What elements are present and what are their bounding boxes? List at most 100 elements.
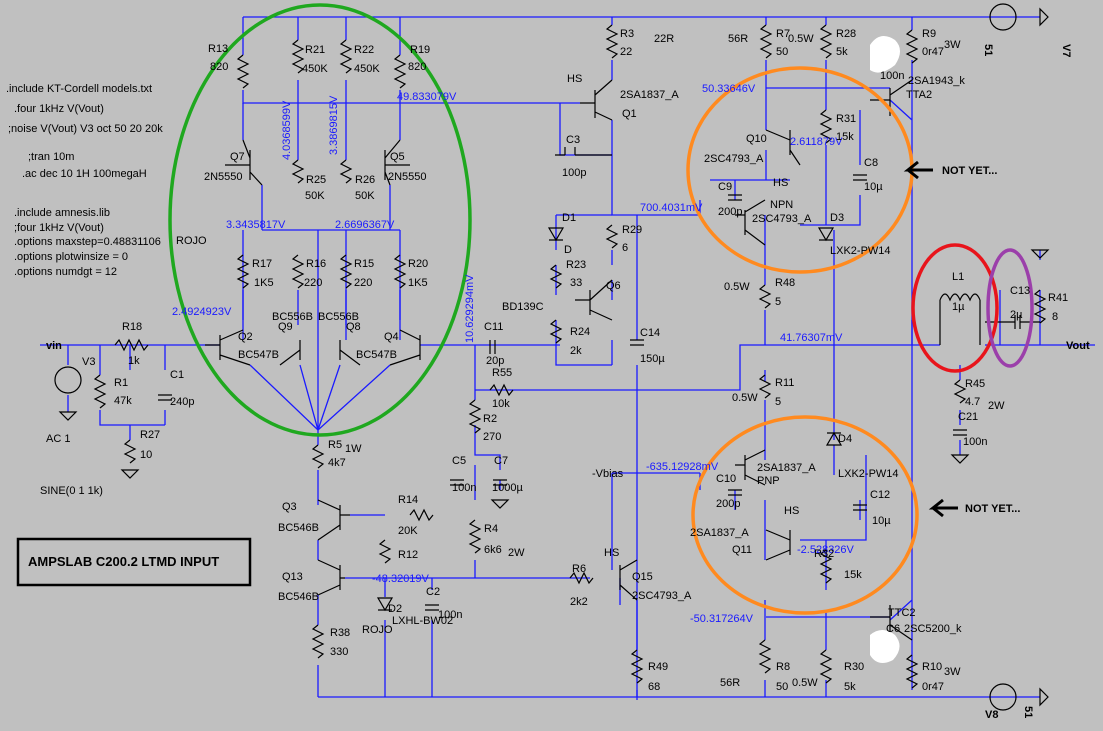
capacitor-symbol: [728, 489, 742, 496]
value-label: 20K: [398, 525, 418, 537]
ref-label: R4: [484, 523, 498, 535]
value-label: 150µ: [640, 353, 665, 365]
ref-label: C2: [426, 586, 440, 598]
v7-label: V7: [1060, 44, 1072, 57]
transistor-symbol: [317, 559, 345, 596]
resistor-symbol: [569, 571, 594, 585]
misc-label: 56R: [728, 33, 748, 45]
ref-label: C21: [958, 411, 978, 423]
value-label: 2k2: [570, 596, 588, 608]
value-label: 100p: [562, 167, 586, 179]
led-symbol: [817, 227, 835, 242]
sine-label: SINE(0 1 1k): [40, 485, 103, 497]
ref-label: C13: [1010, 285, 1030, 297]
voltage-source-symbol: [989, 683, 1017, 711]
value-label: 10µ: [872, 515, 891, 527]
ref-label: R49: [648, 661, 668, 673]
ref-label: D2: [388, 603, 402, 615]
value-label: BC556B: [272, 311, 313, 323]
ref-label: R32: [814, 548, 834, 560]
value-label: 0r47: [922, 681, 944, 693]
value-label: 5: [775, 396, 781, 408]
power-rating-label: 0.5W: [724, 281, 750, 293]
value-label: 1000µ: [492, 482, 523, 494]
value-label: ROJO: [362, 624, 393, 636]
diode-symbol: [547, 227, 565, 242]
value-label: 5k: [836, 46, 848, 58]
resistor-symbol: [123, 439, 137, 464]
resistor-symbol: [468, 399, 482, 434]
directive-line: .four 1kHz V(Vout): [14, 103, 104, 115]
resistor-symbol: [819, 549, 833, 584]
directive-line: ;four 1kHz V(Vout): [14, 222, 104, 234]
highlight-annotations: [168, 3, 1034, 615]
ref-label: R38: [330, 627, 350, 639]
value-label: 6k6: [484, 544, 502, 556]
resistor-symbol: [759, 24, 773, 59]
ref-label: D4: [838, 433, 852, 445]
capacitor-symbol: [630, 339, 644, 346]
ref-label: R55: [492, 367, 512, 379]
voltage-label: -635.12928mV: [646, 461, 719, 473]
resistor-symbol: [291, 39, 305, 74]
not-yet-note: NOT YET...: [965, 503, 1020, 515]
v7-value: 51: [982, 44, 994, 56]
ref-label: C10: [716, 473, 736, 485]
value-label: 15k: [836, 131, 854, 143]
value-label: 2SA1837_A: [620, 89, 679, 101]
value-label: LXK2-PW14: [838, 468, 899, 480]
resistor-symbol: [758, 284, 772, 309]
value-label: 450K: [354, 63, 380, 75]
ref-label: Q10: [746, 133, 767, 145]
value-label: 2k: [570, 345, 582, 357]
value-label: 50K: [355, 190, 375, 202]
voltage-source-symbol: [989, 3, 1017, 31]
ref-label: C5: [452, 455, 466, 467]
heatsink-blob: [870, 36, 900, 73]
value-label: D: [564, 244, 572, 256]
ref-label: Q11: [732, 544, 752, 556]
v8-value: 51: [1022, 706, 1034, 718]
ref-label: C12: [870, 489, 890, 501]
heatsink-label: HS: [567, 73, 582, 85]
value-label: 1µ: [952, 301, 965, 313]
value-label: 4k7: [328, 457, 346, 469]
value-label: BC547B: [356, 349, 397, 361]
ref-label: R12: [398, 549, 418, 561]
power-rating-label: 0.5W: [788, 33, 814, 45]
transistor-symbol: [735, 449, 766, 486]
value-label: 100n: [438, 609, 462, 621]
voltage-label: 2.611879V: [790, 136, 843, 148]
value-label: 20p: [486, 355, 504, 367]
resistor-symbol: [311, 624, 325, 659]
led-symbol: [825, 431, 843, 446]
heatsink-label: HS: [773, 177, 788, 189]
inductor-symbol: [939, 293, 981, 345]
ground-symbol: [490, 499, 510, 509]
value-label: BC547B: [238, 349, 279, 361]
resistor-symbol: [393, 254, 407, 289]
voltage-label: 49.833079V: [397, 91, 457, 103]
ref-label: Q9: [278, 321, 293, 333]
value-label: 8: [1052, 311, 1058, 323]
ref-label: R23: [566, 259, 586, 271]
value-label: 2SC4793_A: [632, 590, 692, 602]
capacitor-symbol: [450, 479, 464, 486]
value-label: BC556B: [318, 311, 359, 323]
voltage-label: -2.528326V: [797, 544, 855, 556]
capacitor-symbol: [425, 604, 439, 611]
voltage-label: 4.0368599V: [281, 100, 293, 160]
ref-label: R30: [844, 661, 864, 673]
capacitor-symbol: [493, 479, 507, 486]
value-label: 6: [622, 242, 628, 254]
voltage-label: 3.3435817V: [226, 219, 286, 231]
ref-label: Q15: [632, 571, 653, 583]
value-label: 0r47: [922, 46, 944, 58]
ref-label: C11: [484, 321, 503, 333]
spice-directives: .include KT-Cordell models.txt .four 1kH…: [6, 83, 163, 278]
value-label: 2µ: [1010, 309, 1023, 321]
ref-label: R14: [398, 494, 418, 506]
ref-label: L1: [952, 271, 964, 283]
transistor-symbol: [735, 199, 766, 246]
ref-label: Q2: [238, 331, 253, 343]
